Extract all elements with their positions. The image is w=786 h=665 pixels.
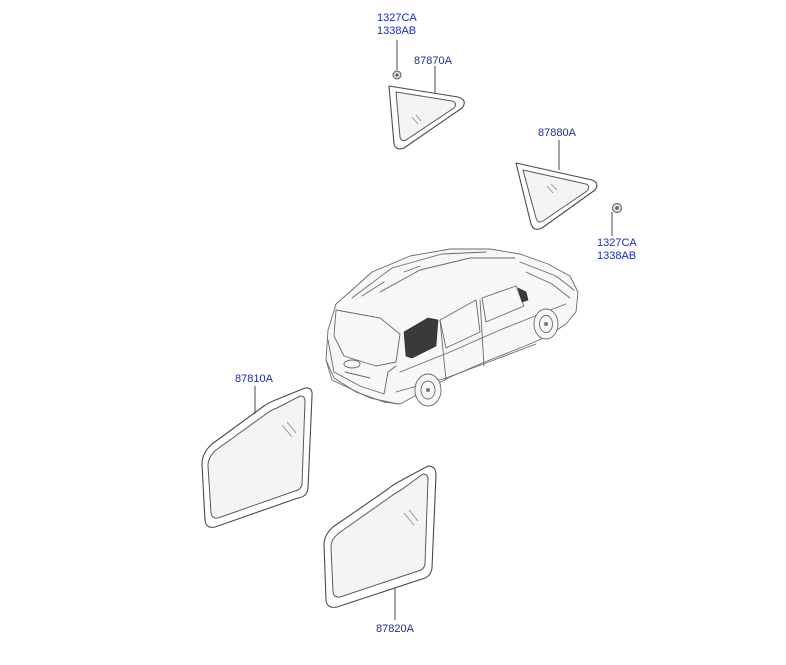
clip-1327ca-right[interactable] bbox=[612, 203, 622, 213]
quarter-glass-87880a[interactable] bbox=[515, 162, 598, 230]
rear-wheel bbox=[414, 373, 442, 407]
label-87820a[interactable]: 87820A bbox=[376, 623, 414, 635]
quarter-glass-87870a[interactable] bbox=[388, 85, 465, 150]
label-87880a[interactable]: 87880A bbox=[538, 127, 576, 139]
quarter-glass-87810a[interactable] bbox=[201, 387, 313, 528]
label-1338ab-right[interactable]: 1338AB bbox=[597, 250, 637, 262]
clip-1327ca-top[interactable] bbox=[392, 70, 402, 80]
label-1327ca-right[interactable]: 1327CA bbox=[597, 237, 637, 249]
label-87870a[interactable]: 87870A bbox=[414, 55, 452, 67]
vehicle-illustration bbox=[325, 248, 579, 407]
label-1338ab-top[interactable]: 1338AB bbox=[377, 25, 417, 37]
label-87810a[interactable]: 87810A bbox=[235, 373, 273, 385]
front-wheel bbox=[533, 308, 559, 340]
quarter-glass-87820a[interactable] bbox=[323, 465, 437, 608]
label-1327ca-top[interactable]: 1327CA bbox=[377, 12, 417, 24]
